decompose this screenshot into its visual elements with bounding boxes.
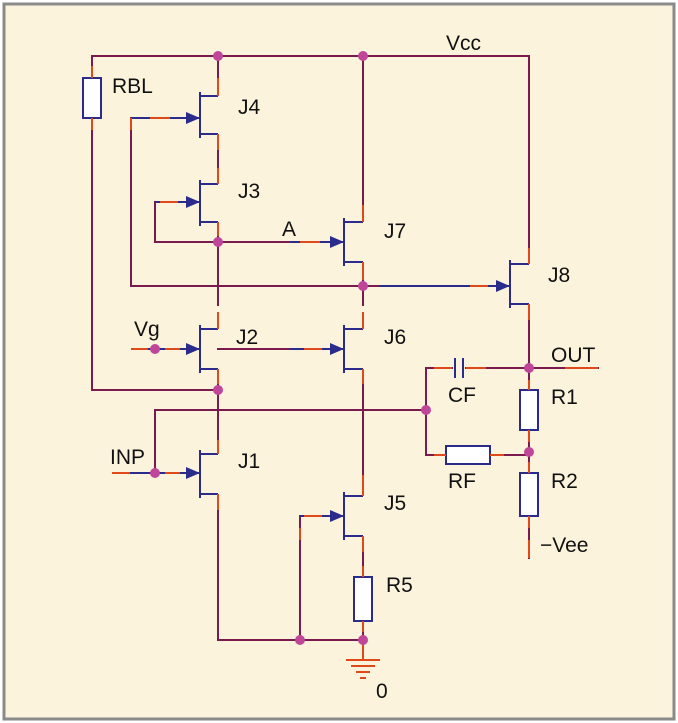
label-j6: J6 bbox=[384, 326, 406, 349]
label-out: OUT bbox=[551, 344, 596, 367]
label-r5: R5 bbox=[386, 574, 413, 597]
node-a bbox=[213, 237, 223, 247]
label-inp: INP bbox=[110, 446, 145, 469]
label-vcc: Vcc bbox=[446, 32, 481, 55]
capacitor-cf bbox=[454, 358, 464, 378]
node-r1-r2 bbox=[524, 447, 534, 457]
label-j3: J3 bbox=[238, 180, 260, 203]
resistor-rf bbox=[445, 445, 491, 465]
label-j8: J8 bbox=[548, 264, 570, 287]
label-node-a: A bbox=[282, 218, 296, 241]
label-j7: J7 bbox=[384, 220, 406, 243]
node-j8-gate bbox=[358, 281, 368, 291]
label-j2: J2 bbox=[236, 326, 258, 349]
node-vcc-center bbox=[358, 51, 368, 61]
label-rbl: RBL bbox=[112, 75, 153, 98]
transistor-j7 bbox=[290, 205, 364, 280]
j4-gate-wire bbox=[130, 117, 364, 287]
node-vg bbox=[150, 344, 160, 354]
label-r1: R1 bbox=[551, 386, 578, 409]
node-rbl-bottom bbox=[213, 385, 223, 395]
label-vee: −Vee bbox=[540, 534, 588, 557]
resistor-r1 bbox=[519, 389, 539, 431]
transistor-j5 bbox=[300, 475, 364, 552]
label-j4: J4 bbox=[238, 96, 261, 119]
node-gnd bbox=[358, 635, 368, 645]
label-rf: RF bbox=[448, 470, 476, 493]
rbl-wire-bottom bbox=[91, 116, 219, 391]
label-j1: J1 bbox=[238, 450, 260, 473]
node-feedback bbox=[421, 405, 431, 415]
resistor-r5 bbox=[353, 576, 373, 622]
label-j5: J5 bbox=[384, 492, 406, 515]
resistor-r2 bbox=[519, 472, 539, 517]
node-inp bbox=[150, 468, 160, 478]
transistor-j6 bbox=[290, 312, 364, 384]
labels: Vcc RBL J4 J3 A J7 J8 Vg J2 J6 OUT CF R1… bbox=[110, 32, 596, 703]
resistor-rbl bbox=[82, 77, 102, 119]
lead-accents bbox=[91, 66, 598, 632]
label-r2: R2 bbox=[551, 470, 578, 493]
feedback-wire bbox=[154, 409, 427, 474]
transistor-j4 bbox=[131, 78, 219, 150]
node-vcc-left bbox=[213, 51, 223, 61]
junction-nodes bbox=[150, 51, 534, 645]
label-vg: Vg bbox=[134, 318, 160, 341]
label-cf: CF bbox=[448, 384, 476, 407]
transistor-j3 bbox=[155, 168, 219, 236]
transistor-j8 bbox=[380, 248, 530, 320]
node-out bbox=[524, 363, 534, 373]
node-j5-gate bbox=[295, 635, 305, 645]
j1-gnd-wire bbox=[217, 504, 364, 641]
label-ground: 0 bbox=[376, 680, 388, 703]
